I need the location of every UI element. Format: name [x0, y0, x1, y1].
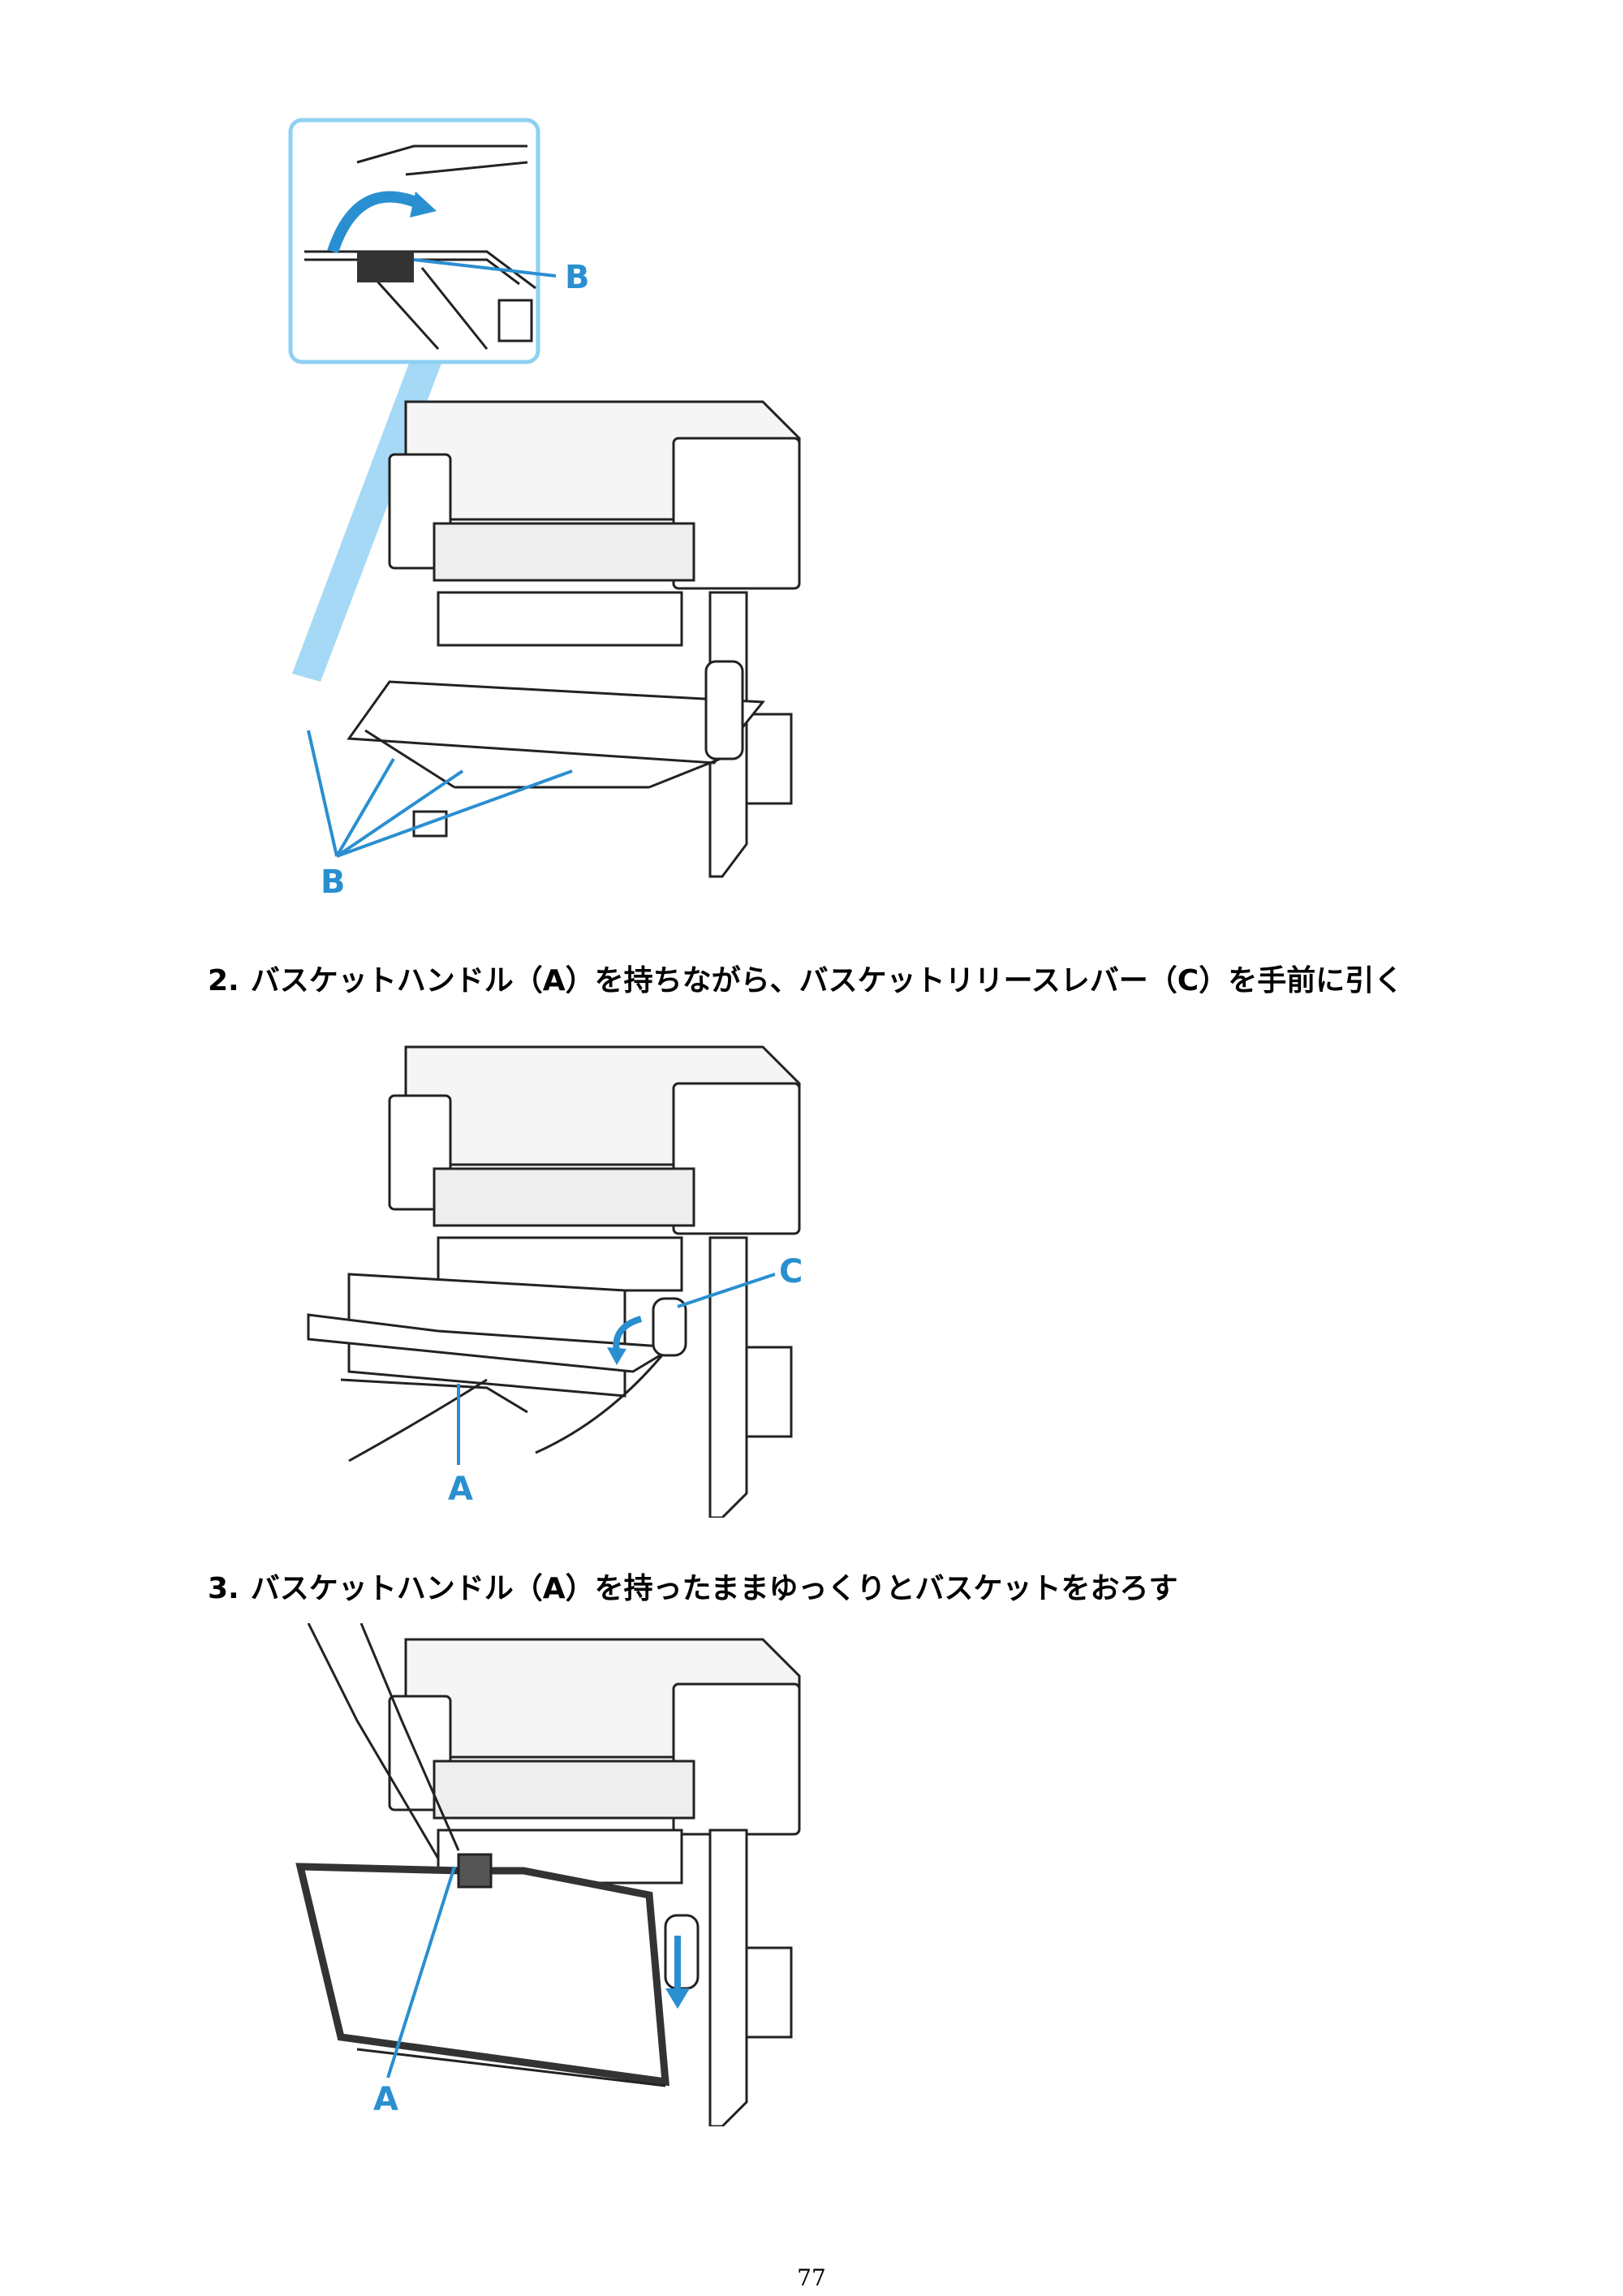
step-3: 3. バスケットハンドル（A）を持ったままゆっくりとバスケットをおろす — [208, 1574, 1178, 1604]
callout-b-top: B — [565, 259, 590, 296]
step-3-number: 3. — [208, 1572, 239, 1605]
step-2: 2. バスケットハンドル（A）を持ちながら、バスケットリリースレバー（C）を手前に… — [208, 967, 1403, 996]
callout-b-bottom: B — [321, 864, 346, 893]
printer-illustration — [347, 400, 801, 878]
step-2-number: 2. — [208, 964, 239, 997]
page-number: 77 — [797, 2264, 826, 2291]
figure-basket-handle-stops: B B — [243, 114, 828, 893]
step-2-text: バスケットハンドル（A）を持ちながら、バスケットリリースレバー（C）を手前に引く — [250, 964, 1404, 997]
printer-illustration — [295, 1623, 801, 2126]
callout-a-fig3: A — [373, 2081, 398, 2118]
callout-c: C — [779, 1253, 803, 1290]
figure-pull-release-lever: C A — [243, 1031, 828, 1518]
callout-a-fig2: A — [448, 1471, 473, 1508]
detail-zoom-box: B — [288, 118, 590, 364]
figure-lower-basket: A — [243, 1623, 828, 2126]
printer-illustration — [307, 1045, 801, 1518]
step-3-text: バスケットハンドル（A）を持ったままゆっくりとバスケットをおろす — [250, 1572, 1178, 1605]
